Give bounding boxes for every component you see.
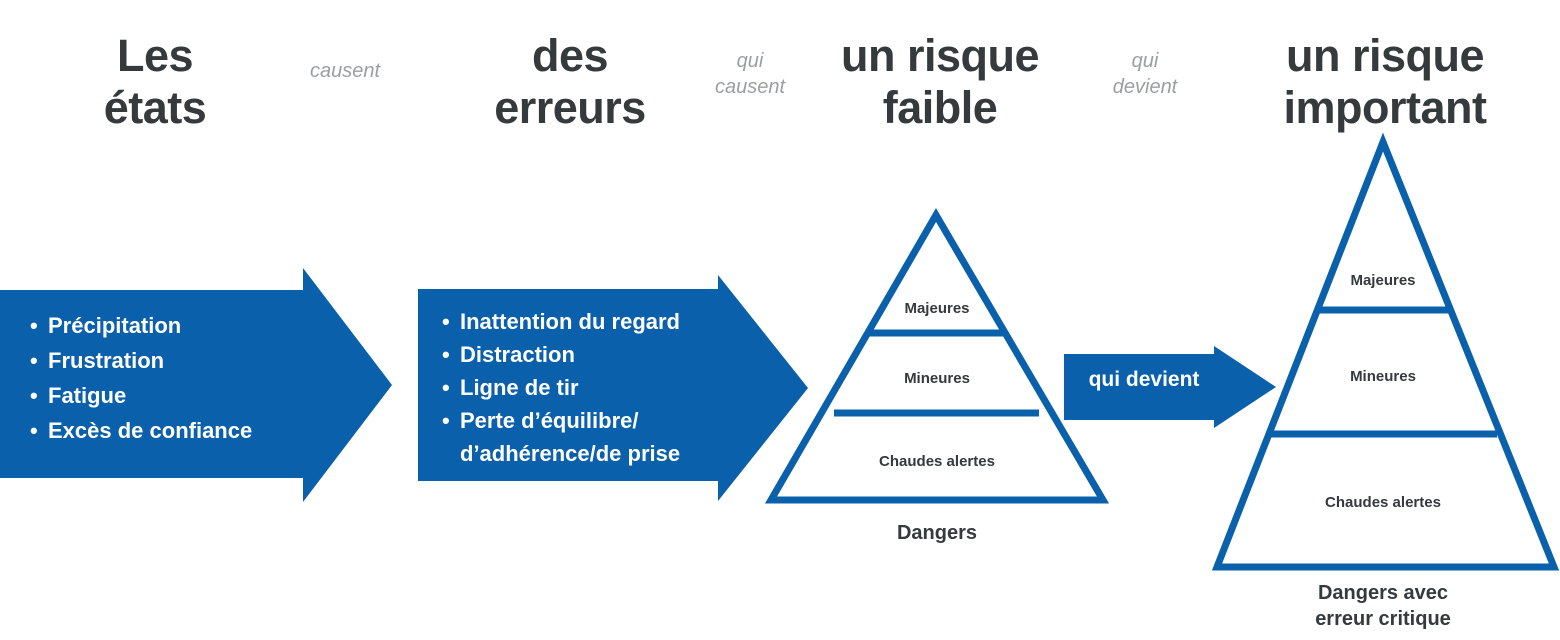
pyramid2-tier-majeures: Majeures <box>1350 272 1416 289</box>
list-item: Fatigue <box>30 378 330 413</box>
list-item: Ligne de tir <box>442 371 742 404</box>
arrow-right-icon <box>1064 346 1276 428</box>
connector-causent: causent <box>309 60 381 82</box>
heading-risque-important: un risque important <box>1283 30 1488 133</box>
pyramid1-caption: Dangers <box>896 522 978 544</box>
pyramid-dangers <box>765 205 1110 515</box>
connector-qui-devient: qui devient <box>1112 50 1178 98</box>
heading-les-etats: Les états <box>103 30 207 133</box>
pyramid2-caption: Dangers avec erreur critique <box>1315 582 1451 630</box>
pyramid2-tier-chaudes-alertes: Chaudes alertes <box>1325 494 1441 511</box>
list-item: Frustration <box>30 343 330 378</box>
arrow-etats: Précipitation Frustration Fatigue Excès … <box>0 268 392 502</box>
list-item: Distraction <box>442 338 742 371</box>
pyramid1-tier-majeures: Majeures <box>904 300 970 317</box>
arrow-qui-devient: qui devient <box>1064 346 1276 428</box>
pyramid1-tier-chaudes-alertes: Chaudes alertes <box>879 453 995 470</box>
heading-risque-faible: un risque faible <box>840 30 1040 133</box>
arrow-qui-devient-label: qui devient <box>1088 368 1200 391</box>
pyramid-outline-icon <box>1211 132 1560 571</box>
list-item: Inattention du regard <box>442 305 742 338</box>
pyramid1-tier-mineures: Mineures <box>904 370 970 387</box>
connector-qui-causent: qui causent <box>714 50 786 98</box>
heading-des-erreurs: des erreurs <box>494 30 646 133</box>
list-item: Perte d’équilibre/ d’adhérence/de prise <box>442 404 742 470</box>
pyramid2-tier-mineures: Mineures <box>1350 368 1416 385</box>
arrow-etats-list: Précipitation Frustration Fatigue Excès … <box>30 308 330 448</box>
arrow-erreurs: Inattention du regard Distraction Ligne … <box>418 275 810 501</box>
pyramid-outline-icon <box>765 208 1110 504</box>
pyramid-dangers-erreur-critique <box>1205 132 1560 577</box>
list-item: Précipitation <box>30 308 330 343</box>
arrow-erreurs-list: Inattention du regard Distraction Ligne … <box>442 305 742 470</box>
list-item: Excès de confiance <box>30 413 330 448</box>
